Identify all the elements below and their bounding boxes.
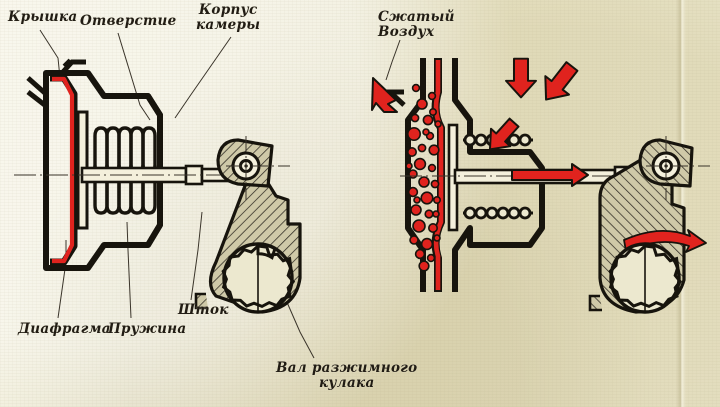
vent-arrow-upright (544, 61, 579, 101)
air-inlet-arrow (371, 77, 398, 113)
inlet-port-left (26, 58, 86, 268)
label-rod: Шток (178, 302, 229, 318)
leader-lines (39, 29, 401, 359)
cam-shaft-spline-left (221, 242, 296, 314)
label-spring: Пружина (108, 321, 187, 337)
label-chamber: Корпус камеры (196, 2, 261, 33)
cam-shaft-spline-right (608, 242, 683, 314)
spring-left (93, 126, 157, 215)
diagram-applied (371, 57, 710, 314)
push-rod-left (14, 164, 250, 186)
rod-travel-arrow (511, 163, 589, 187)
inner-arrow (488, 117, 520, 151)
label-diaphragm: Диафрагма (18, 321, 111, 337)
spline-teeth-left (221, 244, 296, 309)
diagram-released (14, 58, 302, 314)
label-opening: Отверстие (80, 13, 177, 29)
label-air: Сжатый Воздух (378, 9, 455, 40)
vent-arrow-up (505, 57, 537, 99)
spline-teeth-right (608, 244, 683, 309)
label-cover: Крышка (8, 9, 78, 25)
label-camshaft: Вал разжимного кулака (276, 360, 418, 391)
